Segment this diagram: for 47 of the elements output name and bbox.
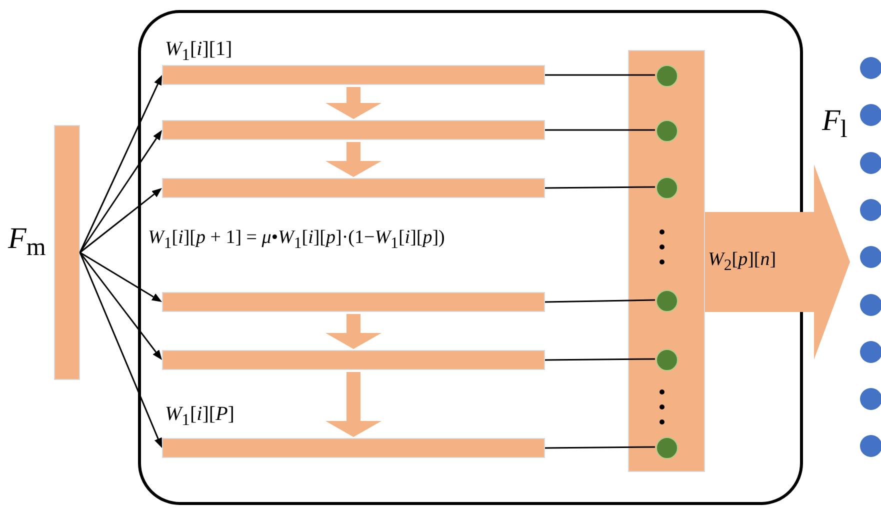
neuron-circle (656, 349, 678, 371)
neuron-circle (656, 65, 678, 87)
output-circle (860, 198, 881, 221)
output-circle (860, 152, 881, 174)
weight-bar (162, 438, 545, 458)
down-arrow (326, 142, 382, 177)
arrow (80, 252, 162, 302)
node-caption: W$_{1}$[i][1] (165, 38, 232, 64)
down-arrow (326, 372, 382, 437)
output-circle (860, 388, 881, 410)
node-caption: F$_{m}$ (8, 222, 46, 262)
connector-line (545, 446, 655, 449)
output-circle (860, 57, 881, 79)
arrow (80, 188, 162, 254)
neuron-circle (656, 290, 678, 312)
output-circle (860, 340, 881, 363)
arrow (79, 130, 162, 253)
connector-line (545, 358, 655, 361)
down-arrow (326, 314, 382, 349)
weight-bar (162, 178, 545, 198)
column-bar (628, 50, 705, 472)
arrow (79, 75, 162, 253)
weight-bar (162, 292, 545, 312)
output-circle (860, 435, 881, 458)
neuron-circle (656, 177, 678, 199)
weight-bar (162, 65, 545, 85)
neuron-circle (656, 120, 678, 142)
output-circle (860, 246, 881, 268)
output-circle (860, 294, 881, 316)
down-arrow (326, 87, 382, 119)
connector-line (545, 74, 655, 76)
output-label: F$_{l}$ (822, 104, 848, 144)
connector-line (545, 186, 655, 189)
input-bar (54, 125, 80, 380)
weight-bar (162, 350, 545, 370)
block-arrow (705, 164, 850, 360)
neuron-circle (656, 437, 678, 459)
node-caption: W$_{1}$[i][P] (165, 403, 234, 430)
weight-bar (162, 120, 545, 140)
arrow (79, 252, 162, 360)
rounded-frame (138, 10, 803, 505)
arrow (79, 252, 162, 448)
formula-text: W$_{1}$[i][p + 1] = μ•W$_{1}$[i][p]·(1−W$_{1}$[i][p]) (148, 228, 445, 252)
connector-line (545, 129, 655, 131)
edge-label: W$_{2}$[p][n] (708, 250, 776, 274)
connector-line (544, 299, 656, 303)
output-circle (860, 104, 881, 126)
